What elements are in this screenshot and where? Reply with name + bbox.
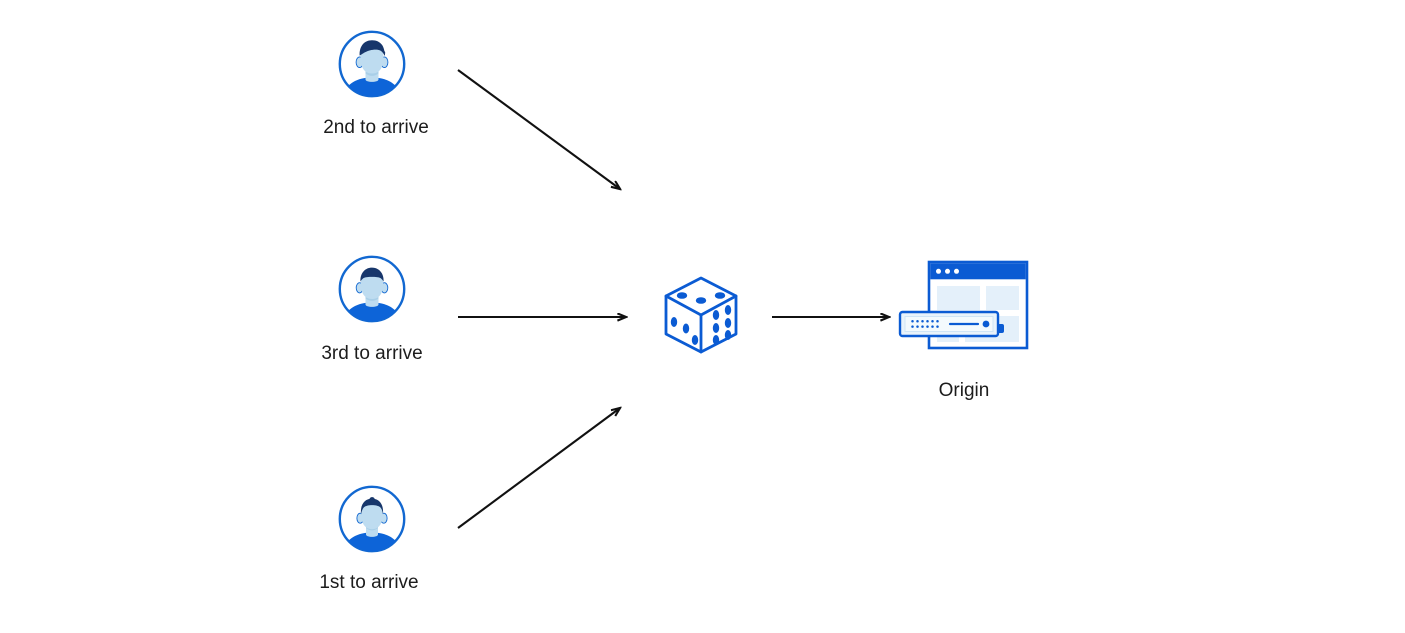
node-label-client-3rd: 3rd to arrive — [321, 343, 423, 364]
dice-icon — [658, 272, 744, 358]
edge-2nd-to-dice — [457, 69, 620, 189]
user-avatar-icon — [336, 483, 408, 555]
router-device-icon — [898, 310, 1004, 338]
edge-1st-to-dice — [457, 408, 620, 529]
node-label-origin: Origin — [938, 380, 990, 401]
node-label-client-1st: 1st to arrive — [319, 572, 419, 593]
user-avatar-icon — [336, 253, 408, 325]
user-avatar-icon — [336, 28, 408, 100]
node-label-client-2nd: 2nd to arrive — [323, 117, 429, 138]
browser-window-icon — [927, 260, 1029, 350]
origin-server-icon — [896, 258, 1032, 358]
